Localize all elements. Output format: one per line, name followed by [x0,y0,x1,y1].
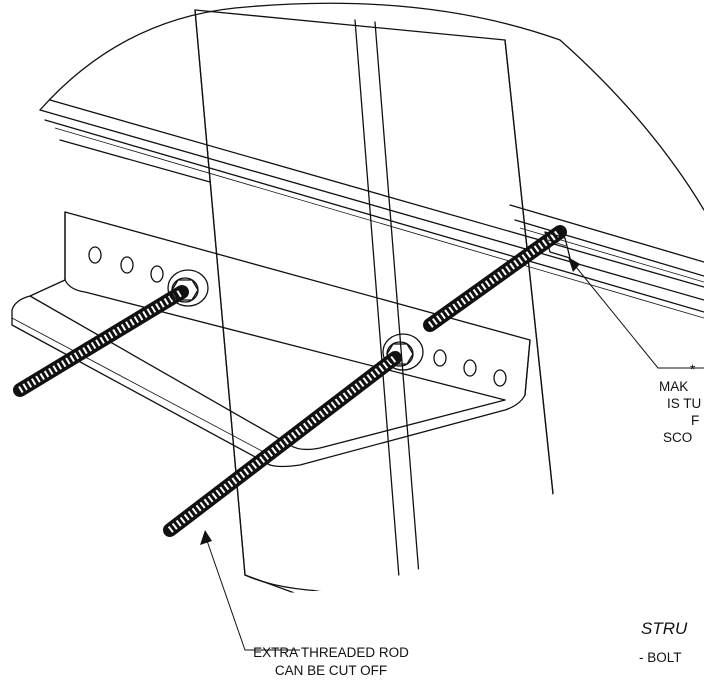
right-note-line3: F [691,413,699,428]
bracket-hole [463,359,477,377]
nut-washer-left [167,269,209,307]
detail-boundary-arc [39,2,704,211]
bracket-hole [88,246,102,264]
rail-lug [544,231,571,259]
bracket-hole [120,256,134,274]
note-marker: * [690,362,696,377]
right-note-line1: MAK [659,379,688,394]
threaded-rod-lower [163,351,402,537]
upper-rail [39,99,704,319]
leader-right [568,257,704,369]
bracket-hole [493,369,507,387]
threaded-rod-upper-left [13,285,189,397]
threaded-rod-upper-right [423,225,567,332]
bracket-hole [150,265,164,283]
section-bullet: - BOLT [639,650,682,665]
nut-washer-right [382,333,424,371]
angle-bracket [11,211,531,468]
vertical-post [194,9,561,594]
bracket-hole [433,349,447,367]
right-note-line2: IS TU [667,396,701,411]
leader-rod-cut [200,530,300,651]
rod-cut-note-line1: EXTRA THREADED ROD [253,645,409,660]
rod-cut-note-line2: CAN BE CUT OFF [275,663,387,678]
section-title: STRU [641,619,688,638]
right-note-line4: SCO [663,430,692,445]
